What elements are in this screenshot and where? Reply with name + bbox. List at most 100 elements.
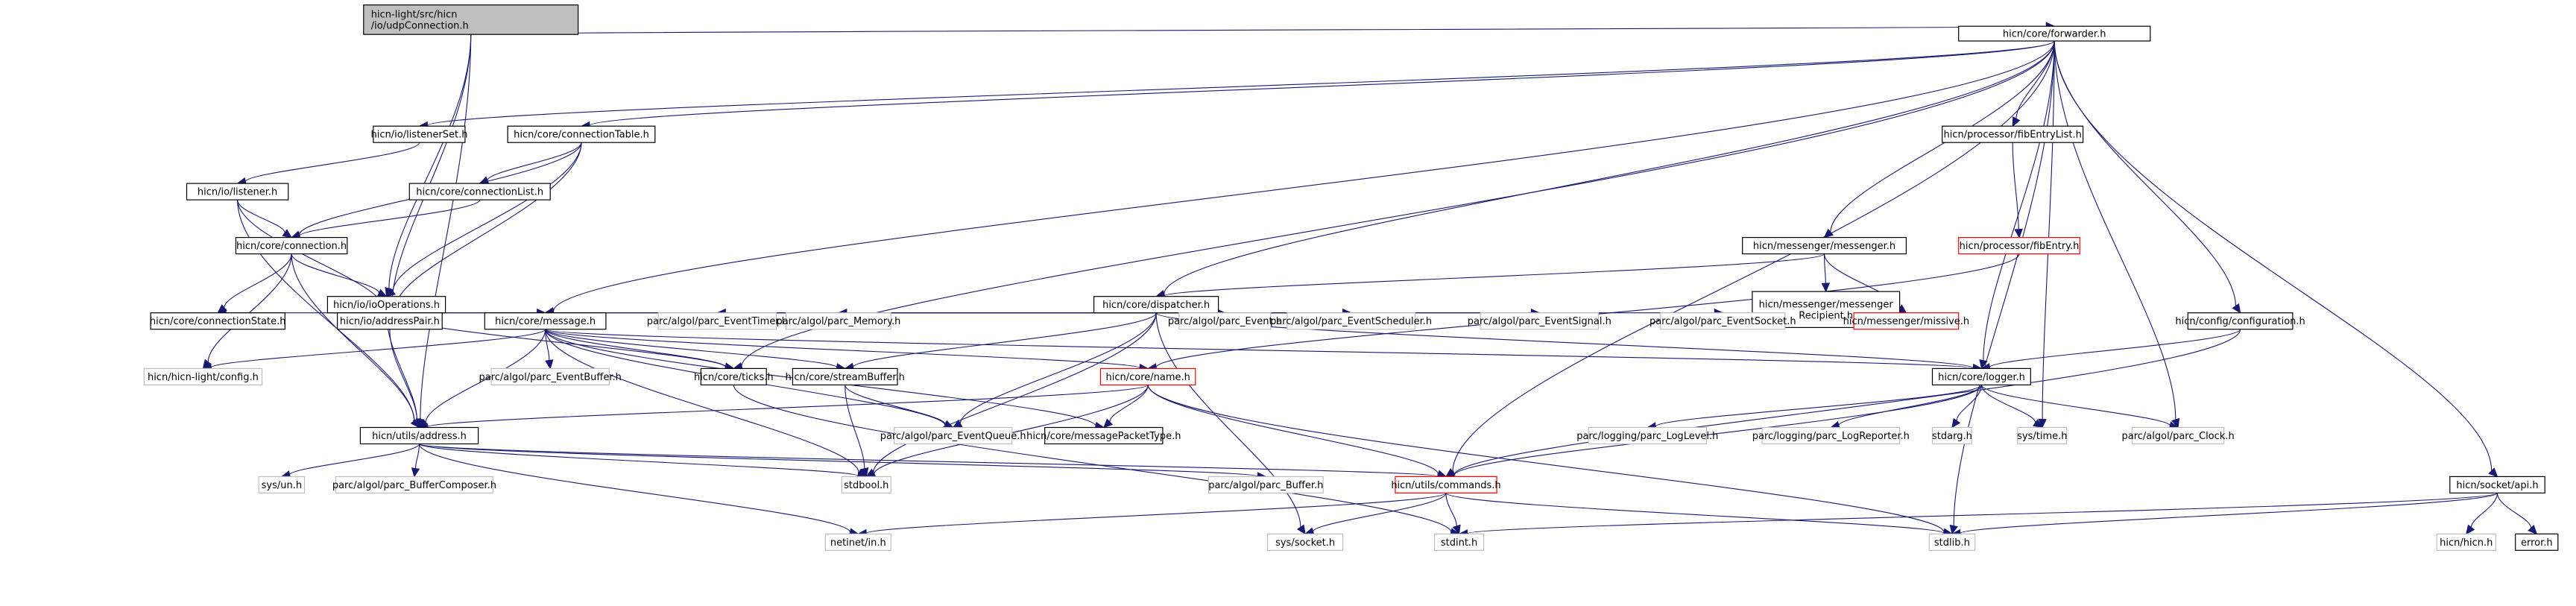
node-parcLogReporter: parc/logging/parc_LogReporter.h [1752,426,1910,445]
node-label: hicn/core/streamBuffer.h [786,372,905,383]
node-label: sys/time.h [2017,431,2067,442]
node-box [2187,312,2294,330]
edge-line [545,329,838,368]
edge-connectionTable-to-ioOperations [385,142,582,297]
node-ioOperations[interactable]: hicn/io/ioOperations.h [326,296,446,314]
node-label: parc/algol/parc_EventScheduler.h [1270,316,1432,327]
node-connectionList[interactable]: hicn/core/connectionList.h [408,183,551,201]
node-streamBuffer[interactable]: hicn/core/streamBuffer.h [786,367,905,385]
edge-line [865,492,1447,534]
node-addressPair[interactable]: hicn/io/addressPair.h [337,312,443,330]
node-box [2449,476,2545,494]
node-label: stdlib.h [1934,537,1970,549]
edge-line [545,329,859,473]
node-label: hicn/processor/fibEntryList.h [1944,130,2082,141]
node-parcEvent: parc/algol/parc_Event.h [1168,312,1282,330]
node-fibEntry[interactable]: hicn/processor/fibEntry.h [1958,237,2080,255]
edge-line [289,444,420,476]
node-commands[interactable]: hicn/utils/commands.h [1391,476,1501,494]
edge-address-to-commands [418,443,1448,481]
edge-forwarder-to-stdlib [1949,40,2055,535]
arrowhead-icon [376,288,388,297]
node-logger[interactable]: hicn/core/logger.h [1931,367,2031,385]
node-message[interactable]: hicn/core/message.h [484,312,607,330]
edge-line [418,443,1258,477]
node-box [1178,312,1272,330]
node-connectionState[interactable]: hicn/core/connectionState.h [150,312,286,330]
edge-connectionTable-to-addressPair [388,142,582,314]
edge-messenger-to-dispatcher [1155,253,1825,300]
node-label: parc/algol/parc_BufferComposer.h [332,480,496,491]
node-box [1395,476,1497,494]
node-errorH[interactable]: error.h [2515,533,2559,551]
edge-line [2470,493,2498,528]
edge-logger-to-parcLogLevel [1647,384,1983,431]
node-box [143,367,263,385]
arrowhead-icon [411,467,420,478]
edge-line [1830,40,2055,233]
node-parcMemory: parc/algol/parc_Memory.h [776,312,900,330]
edge-listener-to-connection [237,199,293,239]
node-label: hicn/hicn-light/config.h [148,372,259,383]
node-parcBufferComposer: parc/algol/parc_BufferComposer.h [332,476,496,494]
node-address[interactable]: hicn/utils/address.h [359,426,479,445]
node-label: hicn/core/ticks.h [694,372,774,383]
edge-commands-to-stdint [1445,493,1461,535]
node-label: parc/algol/parc_Memory.h [776,316,900,327]
edge-line [845,385,865,469]
node-box [1853,312,1960,330]
node-missive[interactable]: hicn/messenger/missive.h [1843,312,1970,330]
arrowhead-icon [412,417,421,429]
node-box [2017,426,2068,445]
node-name[interactable]: hicn/core/name.h [1099,367,1196,385]
edge-connectionTable-to-connectionList [479,142,582,185]
arrowhead-icon [545,359,554,370]
edge-address-to-sysUn [280,444,420,479]
edge-socketApi-to-stdint [1458,492,2498,538]
node-label: hicn/core/connectionState.h [150,316,286,327]
edge-line [391,34,472,306]
node-label: hicn/io/addressPair.h [340,316,440,327]
node-messenger[interactable]: hicn/messenger/messenger.h [1742,237,1907,255]
node-box [235,237,348,255]
node-dispatcher[interactable]: hicn/core/dispatcher.h [1093,296,1219,314]
node-label: parc/algol/parc_Event.h [1168,316,1282,327]
edge-logger-to-sysTime [1980,385,2043,429]
node-connection[interactable]: hicn/core/connection.h [235,237,348,255]
node-label: hicn/utils/address.h [372,431,467,442]
edge-line [470,25,2047,35]
node-fibEntryList[interactable]: hicn/processor/fibEntryList.h [1942,125,2084,143]
node-box [150,312,285,330]
edge-address-to-parcBufferComposer [411,444,420,478]
arrowhead-icon [2033,419,2043,429]
node-label: sys/un.h [262,480,302,491]
edge-connection-to-address [291,253,420,429]
node-listenerSet[interactable]: hicn/io/listenerSet.h [371,125,468,143]
node-ticks[interactable]: hicn/core/ticks.h [694,367,774,385]
edge-line [1823,253,1826,284]
node-box [1480,312,1599,330]
edge-line [1164,40,2055,294]
node-messagePacketType[interactable]: hicn/core/messagePacketType.h [1026,426,1181,445]
node-socketApi[interactable]: hicn/socket/api.h [2449,476,2545,494]
node-box [893,426,1013,445]
node-connectionTable[interactable]: hicn/core/connectionTable.h [507,125,656,143]
arrowhead-icon [2466,524,2475,535]
node-label: hicn/core/connectionTable.h [514,130,649,141]
node-forwarder[interactable]: hicn/core/forwarder.h [1958,25,2151,42]
node-udpConnection[interactable]: hicn-light/src/hicn/io/udpConnection.h [363,4,579,35]
edge-line [1956,385,1983,421]
node-label: hicn/io/listener.h [198,187,277,198]
node-box [792,367,898,385]
node-configuration[interactable]: hicn/config/configuration.h [2175,312,2305,330]
node-label: parc/algol/parc_Buffer.h [1208,480,1323,491]
edge-addressPair-to-address [389,329,421,429]
node-box [507,125,656,143]
node-parcEventQueue: parc/algol/parc_EventQueue.h [880,426,1026,445]
node-box [2132,426,2225,445]
node-label: hicn/socket/api.h [2456,480,2538,491]
node-listener[interactable]: hicn/io/listener.h [186,183,289,201]
node-stdbool: stdbool.h [841,476,891,494]
edge-line [1445,492,1945,534]
edge-line [552,40,2055,312]
